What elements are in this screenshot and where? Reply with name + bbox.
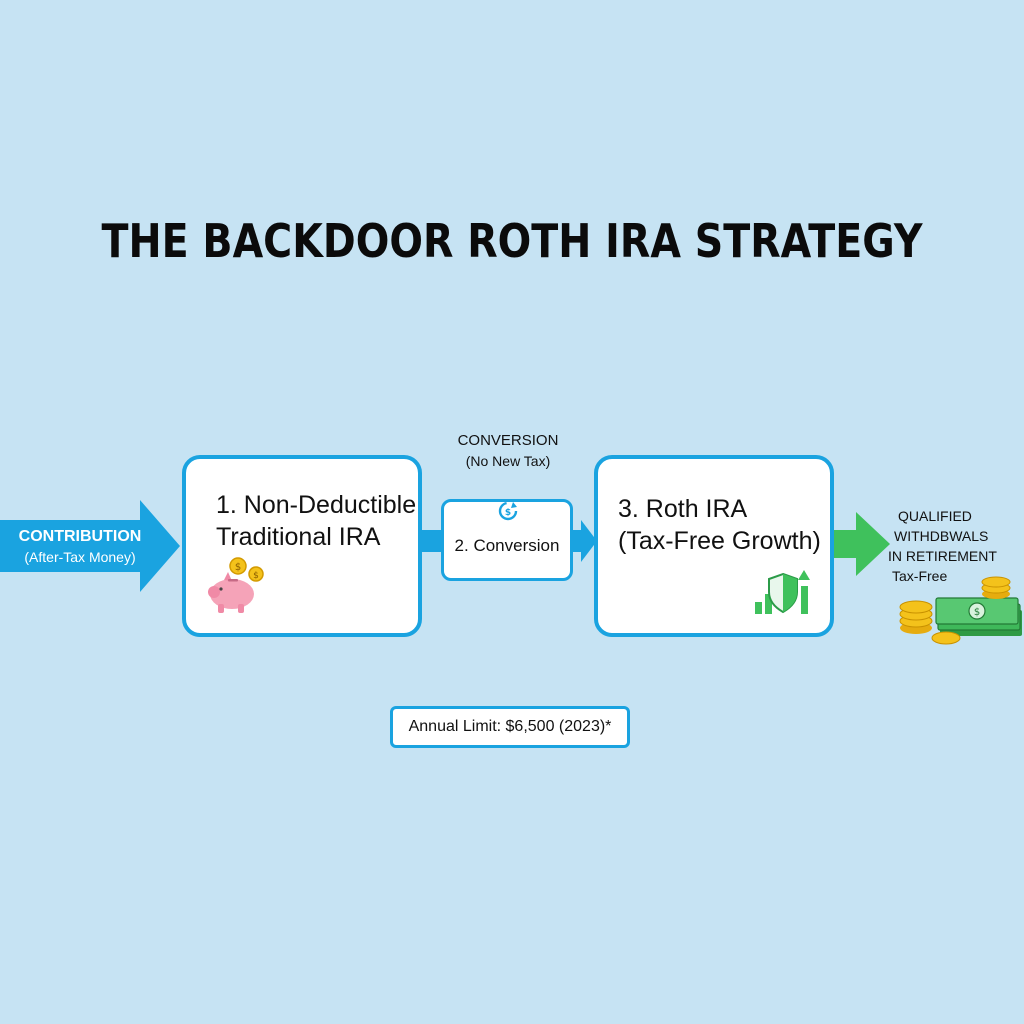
conversion-note-title: CONVERSION — [457, 432, 559, 449]
conversion-note: CONVERSION (No New Tax) — [440, 430, 576, 472]
arrow-step2-to-step3 — [571, 520, 597, 562]
step1-line2: Traditional IRA — [216, 523, 381, 551]
annual-limit-box: Annual Limit: $6,500 (2023)* — [390, 706, 630, 748]
svg-text:$: $ — [253, 571, 259, 581]
svg-text:$: $ — [235, 562, 241, 573]
step3-roth-ira-box: 3. Roth IRA (Tax-Free Growth) — [594, 455, 834, 637]
contribution-label: CONTRIBUTION (After-Tax Money) — [0, 526, 160, 568]
withdrawals-line2: WITHDBWALS — [894, 528, 989, 544]
withdrawals-line1: QUALIFIED — [898, 508, 972, 524]
svg-text:$: $ — [505, 508, 511, 518]
contribution-title: CONTRIBUTION — [18, 528, 142, 545]
step2-label: 2. Conversion — [454, 536, 560, 555]
contribution-subtitle: (After-Tax Money) — [24, 549, 136, 565]
money-icon: $ — [899, 576, 1022, 645]
step3-line1: 3. Roth IRA — [618, 495, 748, 523]
step1-line1: 1. Non-Deductible — [216, 491, 417, 519]
svg-text:$: $ — [974, 607, 980, 618]
diagram-title: THE BACKDOOR ROTH IRA STRATEGY — [101, 214, 923, 268]
step2-conversion-box: $ 2. Conversion — [441, 499, 573, 581]
contribution-arrow — [0, 500, 180, 592]
withdrawals-line4: Tax-Free — [892, 568, 948, 584]
growth-shield-icon — [755, 570, 810, 614]
withdrawals-arrow — [834, 512, 890, 576]
conversion-note-subtitle: (No New Tax) — [465, 453, 551, 469]
arrow-step1-to-step2 — [420, 530, 444, 552]
step3-title: 3. Roth IRA (Tax-Free Growth) — [618, 493, 821, 557]
withdrawals-line3: IN RETIREMENT — [888, 548, 997, 564]
piggy-bank-icon: $ $ — [208, 557, 264, 613]
step3-line2: (Tax-Free Growth) — [618, 527, 821, 555]
cycle-icon: $ — [498, 501, 518, 521]
step1-title: 1. Non-Deductible Traditional IRA — [216, 489, 416, 553]
withdrawals-label: QUALIFIED WITHDBWALS IN RETIREMENT Tax-F… — [884, 506, 1024, 586]
